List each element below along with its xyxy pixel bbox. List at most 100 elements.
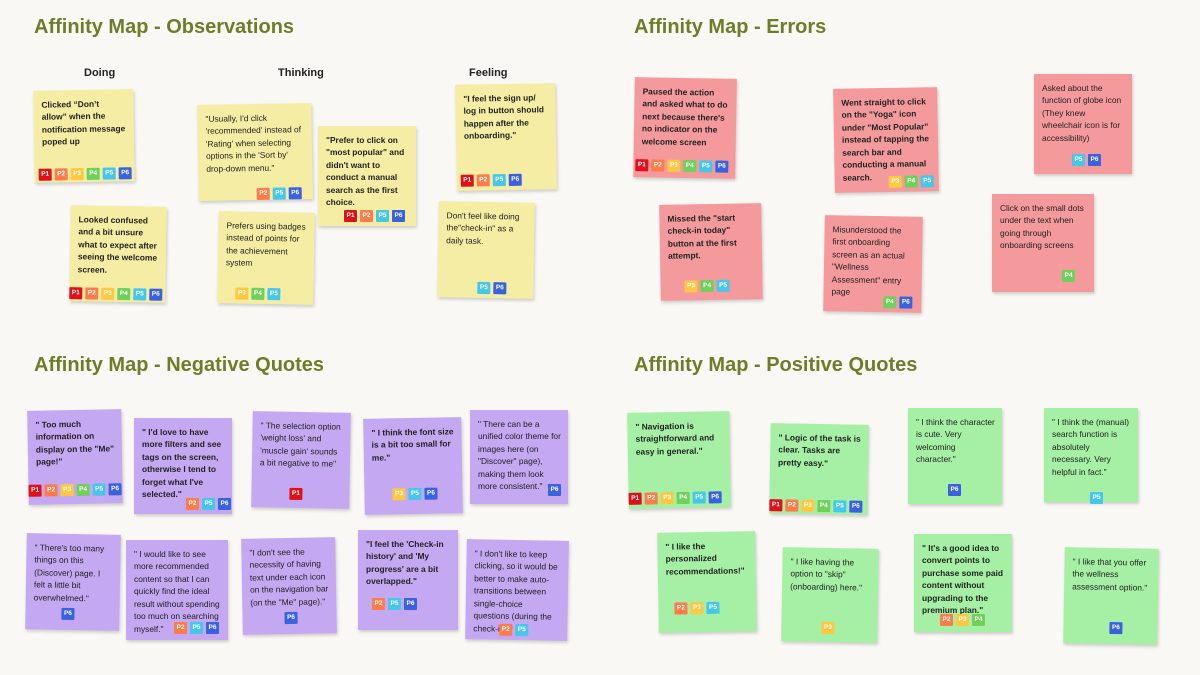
participant-tag-p6: P6 <box>288 187 302 200</box>
sticky-note-green[interactable]: " Navigation is straightforward and easy… <box>627 411 731 509</box>
note-text: "I feel the sign up/ log in button shoul… <box>463 92 545 142</box>
participant-tag-p4: P4 <box>883 296 897 309</box>
sticky-note-purple[interactable]: " I would like to see more recommended c… <box>126 540 228 640</box>
participant-tag-p2: P2 <box>360 210 373 222</box>
participant-tag-p4: P4 <box>76 483 90 496</box>
note-text: " I like the personalized recommendation… <box>665 541 745 577</box>
participant-tag-p6: P6 <box>1109 621 1123 635</box>
participant-tag-p6: P6 <box>708 491 722 504</box>
participant-tag-p5: P5 <box>376 210 389 222</box>
participant-tag-p5: P5 <box>92 483 106 496</box>
participant-tags: P5 <box>1090 492 1103 504</box>
sticky-note-purple[interactable]: " There's too many things on this (Disco… <box>25 533 121 631</box>
sticky-note-red[interactable]: Asked about the function of globe icon (… <box>1034 74 1132 174</box>
participant-tag-p6: P6 <box>404 598 417 610</box>
sticky-note-purple[interactable]: "I feel the 'Check-in history' and 'My p… <box>358 530 458 630</box>
sticky-note-red[interactable]: Misunderstood the first onboarding scree… <box>823 215 923 313</box>
sticky-note-red[interactable]: Paused the action and asked what to do n… <box>633 77 737 179</box>
participant-tag-p2: P2 <box>476 174 490 187</box>
sticky-note-red[interactable]: Went straight to click on the "Yoga" ico… <box>833 87 939 193</box>
participant-tag-p6: P6 <box>948 484 961 496</box>
note-text: "Prefer to click on "most popular" and d… <box>326 135 405 208</box>
note-text: Misunderstood the first onboarding scree… <box>831 224 905 297</box>
note-text: " I'd love to have more filters and see … <box>142 427 222 500</box>
participant-tag-p2: P2 <box>674 602 688 615</box>
participant-tag-p6: P6 <box>284 611 298 625</box>
participant-tag-p6: P6 <box>849 500 863 513</box>
sticky-note-yellow[interactable]: Prefers using badges instead of points f… <box>217 211 315 305</box>
participant-tag-p5: P5 <box>388 598 401 610</box>
note-text: " I don't like to keep clicking, so it w… <box>473 548 558 634</box>
sticky-note-green[interactable]: " I like that you offer the wellness ass… <box>1063 547 1159 645</box>
sticky-note-green[interactable]: " I like having the option to "skip" (on… <box>781 547 879 643</box>
note-text: " There's too many things on this (Disco… <box>33 542 105 604</box>
sticky-note-purple[interactable]: " Too much information on display on the… <box>27 409 123 505</box>
participant-tag-p6: P6 <box>493 282 507 295</box>
participant-tag-p1: P1 <box>289 487 303 501</box>
note-text: "I feel the 'Check-in history' and 'My p… <box>366 539 444 587</box>
participant-tag-p4: P4 <box>700 279 714 293</box>
participant-tag-p2: P2 <box>54 168 68 181</box>
note-text: Click on the small dots under the text w… <box>1000 203 1084 251</box>
participant-tags: P6 <box>948 484 961 496</box>
sticky-note-purple[interactable]: "I don't see the necessity of having tex… <box>241 537 337 635</box>
sticky-note-yellow[interactable]: "Prefer to click on "most popular" and d… <box>318 126 416 226</box>
sticky-note-green[interactable]: " Logic of the task is clear. Tasks are … <box>769 423 869 515</box>
participant-tag-p1: P1 <box>38 168 52 181</box>
participant-tags: P6 <box>1109 621 1123 635</box>
sticky-note-green[interactable]: " I think the (manual) search function i… <box>1044 408 1138 504</box>
sticky-note-yellow[interactable]: Clicked “Don’t allow” when the notificat… <box>33 89 135 183</box>
sticky-note-yellow[interactable]: Don't feel like doing the"check-in" as a… <box>437 201 535 299</box>
participant-tag-p3: P3 <box>70 168 84 181</box>
participant-tag-p3: P3 <box>684 280 698 293</box>
participant-tags: P6 <box>61 607 75 621</box>
note-text: " There can be a unified color theme for… <box>478 419 561 492</box>
participant-tag-p4: P4 <box>251 287 265 300</box>
participant-tag-p6: P6 <box>424 487 438 500</box>
participant-tag-p1: P1 <box>28 484 42 497</box>
note-text: " I think the character is cute. Very we… <box>916 417 995 465</box>
participant-tag-p3: P3 <box>801 499 815 512</box>
participant-tag-p2: P2 <box>940 614 953 626</box>
sticky-note-red[interactable]: Missed the "start check-in today" button… <box>659 203 763 301</box>
sticky-note-purple[interactable]: " I think the font size is a bit too sma… <box>363 417 463 515</box>
participant-tag-p5: P5 <box>267 288 281 301</box>
participant-tag-p2: P2 <box>499 623 513 636</box>
sticky-note-yellow[interactable]: Looked confused and a bit unsure what to… <box>69 205 167 303</box>
participant-tag-p5: P5 <box>1072 154 1085 166</box>
sticky-note-purple[interactable]: " I don't like to keep clicking, so it w… <box>465 539 569 641</box>
column-label-doing: Doing <box>84 67 116 79</box>
note-text: Looked confused and a bit unsure what to… <box>77 214 158 275</box>
sticky-note-purple[interactable]: " I'd love to have more filters and see … <box>134 418 232 514</box>
sticky-note-red[interactable]: Click on the small dots under the text w… <box>992 194 1094 292</box>
participant-tag-p2: P2 <box>644 492 658 505</box>
participant-tag-p5: P5 <box>716 279 730 292</box>
participant-tag-p4: P4 <box>1062 270 1075 282</box>
sticky-note-green[interactable]: " I think the character is cute. Very we… <box>908 408 1002 504</box>
note-text: " Navigation is straightforward and easy… <box>635 420 715 457</box>
note-text: " I like having the option to "skip" (on… <box>790 556 863 593</box>
sticky-note-yellow[interactable]: "I feel the sign up/ log in button shoul… <box>455 83 557 191</box>
participant-tag-p6: P6 <box>1088 154 1101 166</box>
participant-tag-p5: P5 <box>190 622 203 634</box>
sticky-note-purple[interactable]: " The selection option 'weight loss' and… <box>251 411 351 509</box>
sticky-note-green[interactable]: " It's a good idea to convert points to … <box>914 534 1012 632</box>
participant-tag-p3: P3 <box>101 287 115 300</box>
participant-tag-p6: P6 <box>508 173 522 186</box>
sticky-note-green[interactable]: " I like the personalized recommendation… <box>657 531 757 633</box>
participant-tag-p2: P2 <box>174 622 187 634</box>
note-text: Missed the "start check-in today" button… <box>667 212 737 262</box>
sticky-note-yellow[interactable]: "Usually, I'd click 'recommended' instea… <box>197 103 313 201</box>
sticky-note-purple[interactable]: " There can be a unified color theme for… <box>470 410 568 504</box>
participant-tag-p5: P5 <box>492 174 506 187</box>
